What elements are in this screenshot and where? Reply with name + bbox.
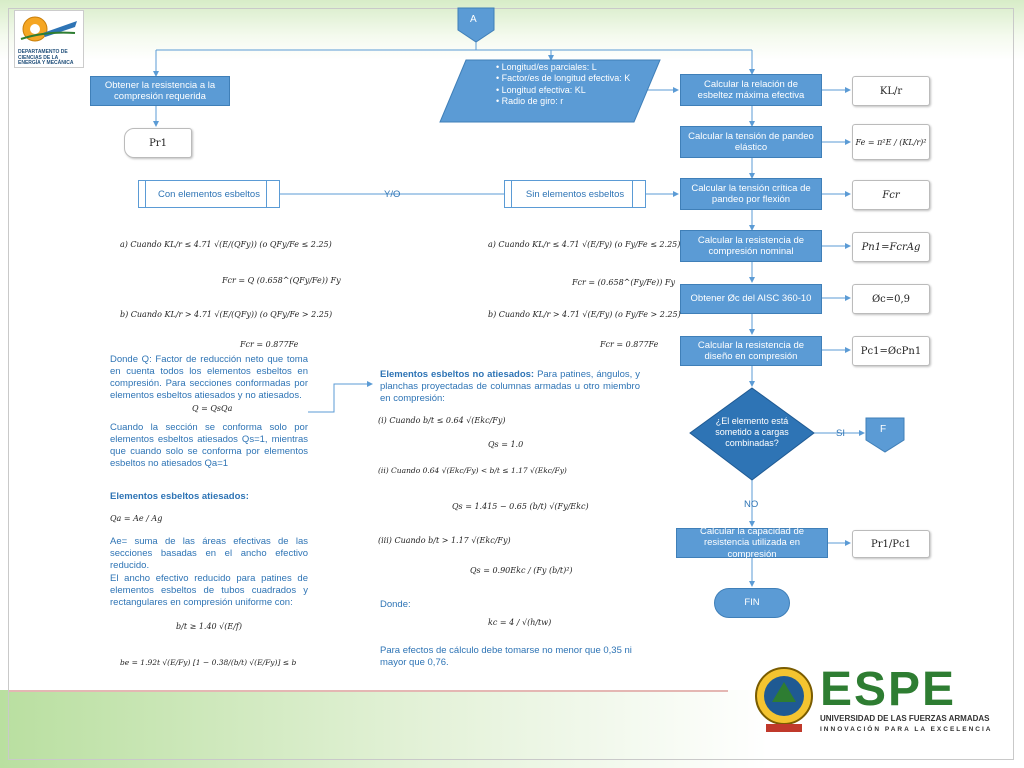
result-pc1: Pc1=ØcPn1 xyxy=(852,336,930,366)
unstiffened-description: Elementos esbeltos no atiesados: Para pa… xyxy=(380,369,640,405)
step-design-resistance: Calcular la resistencia de diseño en com… xyxy=(680,336,822,366)
mid-condition-a: a) Cuando KL/r ≤ 4.71 √(E/Fy) (o Fy/Fe ≤… xyxy=(488,240,681,249)
gear-logo-icon xyxy=(20,16,77,42)
qa-formula: Qa = Ae / Ag xyxy=(110,514,163,523)
ae-description: Ae= suma de las áreas efectivas de las s… xyxy=(110,536,308,571)
result-pn1: Pn1=FcrAg xyxy=(852,232,930,262)
case-i-condition: (i) Cuando b/t ≤ 0.64 √(Ekc/Fy) xyxy=(378,416,506,425)
stiffened-elements-heading: Elementos esbeltos atiesados: xyxy=(110,491,249,502)
mid-condition-b: b) Cuando KL/r > 4.71 √(E/Fy) (o Fy/Fe >… xyxy=(488,310,681,319)
case-iii-result: Qs = 0.90Ekc / (Fy (b/t)²) xyxy=(470,566,573,575)
kc-note: Para efectos de cálculo debe tomarse no … xyxy=(380,645,632,668)
espe-crest-icon xyxy=(755,667,813,732)
espe-title: ESPE xyxy=(820,663,957,716)
left-condition-a: a) Cuando KL/r ≤ 4.71 √(E/(QFy)) (o QFy/… xyxy=(120,240,332,249)
where-label: Donde: xyxy=(380,599,411,610)
obtain-required-resistance-box: Obtener la resistencia a la compresión r… xyxy=(90,76,230,106)
case-ii-result: Qs = 1.415 − 0.65 (b/t) √(Fy/Ekc) xyxy=(452,502,589,511)
result-kl-r: KL/r xyxy=(852,76,930,106)
without-slender-elements-box: Sin elementos esbeltos xyxy=(504,180,646,208)
department-logo: DEPARTAMENTO DE CIENCIAS DE LA ENERGÍA Y… xyxy=(14,10,84,68)
left-fcr-a: Fcr = Q (0.658^(QFy/Fe)) Fy xyxy=(222,276,341,285)
decision-combined-loads: ¿El elemento está sometido a cargas comb… xyxy=(715,416,789,448)
connector-a-label: A xyxy=(470,14,477,25)
parameter-item: Radio de giro: r xyxy=(496,96,646,107)
unstiffened-heading: Elementos esbeltos no atiesados: xyxy=(380,369,535,380)
mid-fcr-b: Fcr = 0.877Fe xyxy=(600,340,659,349)
and-or-label: Y/O xyxy=(384,189,401,200)
result-fcr: Fcr xyxy=(852,180,930,210)
espe-motto: INNOVACIÓN PARA LA EXCELENCIA xyxy=(820,726,993,733)
step-phi-c: Obtener Øc del AISC 360-10 xyxy=(680,284,822,314)
mid-fcr-a: Fcr = (0.658^(Fy/Fe)) Fy xyxy=(572,278,675,287)
without-slender-label: Sin elementos esbeltos xyxy=(525,188,625,200)
result-phi-c: Øc=0,9 xyxy=(852,284,930,314)
with-slender-elements-box: Con elementos esbeltos xyxy=(138,180,280,208)
case-iii-condition: (iii) Cuando b/t > 1.17 √(Ekc/Fy) xyxy=(378,536,511,545)
fin-terminator: FIN xyxy=(714,588,790,618)
connector-f-label: F xyxy=(880,424,887,435)
unstiffened-text: Para patines, ángulos, y planchas proyec… xyxy=(380,369,640,404)
q-factor-description: Donde Q: Factor de reducción neto que to… xyxy=(110,354,308,401)
parameters-list: Longitud/es parciales: L Factor/es de lo… xyxy=(496,62,646,107)
bt-limit-formula: b/t ≥ 1.40 √(E/f) xyxy=(176,622,243,631)
effective-width-description: El ancho efectivo reducido para patines … xyxy=(110,573,308,608)
yes-label: SI xyxy=(836,428,845,439)
bottom-divider xyxy=(8,690,728,692)
no-label: NO xyxy=(744,499,759,510)
qs-qa-description: Cuando la sección se conforma solo por e… xyxy=(110,422,308,469)
result-pr1-pc1: Pr1/Pc1 xyxy=(852,530,930,558)
left-fcr-b: Fcr = 0.877Fe xyxy=(240,340,299,349)
pr1-result-box: Pr1 xyxy=(124,128,192,158)
kc-formula: kc = 4 / √(h/tw) xyxy=(488,618,552,627)
step-nominal-resistance: Calcular la resistencia de compresión no… xyxy=(680,230,822,262)
result-fe: Fe = π²E / (KL/r)² xyxy=(852,124,930,160)
step-capacity-used: Calcular la capacidad de resistencia uti… xyxy=(676,526,828,560)
q-formula: Q = QsQa xyxy=(192,404,233,413)
bottom-banner-background xyxy=(0,690,1024,768)
case-i-result: Qs = 1.0 xyxy=(488,440,524,449)
be-formula: be = 1.92t √(E/Fy) [1 − 0.38/(b/t) √(E/F… xyxy=(120,658,297,667)
step-elastic-buckling: Calcular la tensión de pandeo elástico xyxy=(680,126,822,158)
parameter-item: Longitud/es parciales: L xyxy=(496,62,646,73)
department-logo-text: DEPARTAMENTO DE CIENCIAS DE LA ENERGÍA Y… xyxy=(18,49,74,66)
parameter-item: Longitud efectiva: KL xyxy=(496,85,646,96)
espe-logo: ESPE UNIVERSIDAD DE LAS FUERZAS ARMADAS … xyxy=(752,664,1004,740)
parameter-item: Factor/es de longitud efectiva: K xyxy=(496,73,646,84)
espe-subtitle: UNIVERSIDAD DE LAS FUERZAS ARMADAS xyxy=(820,714,990,723)
step-critical-stress: Calcular la tensión crítica de pandeo po… xyxy=(680,178,822,210)
step-slenderness-ratio: Calcular la relación de esbeltez máxima … xyxy=(680,74,822,106)
with-slender-label: Con elementos esbeltos xyxy=(158,188,260,200)
case-ii-condition: (ii) Cuando 0.64 √(Ekc/Fy) < b/t ≤ 1.17 … xyxy=(378,466,567,475)
left-condition-b: b) Cuando KL/r > 4.71 √(E/(QFy)) (o QFy/… xyxy=(120,310,333,319)
